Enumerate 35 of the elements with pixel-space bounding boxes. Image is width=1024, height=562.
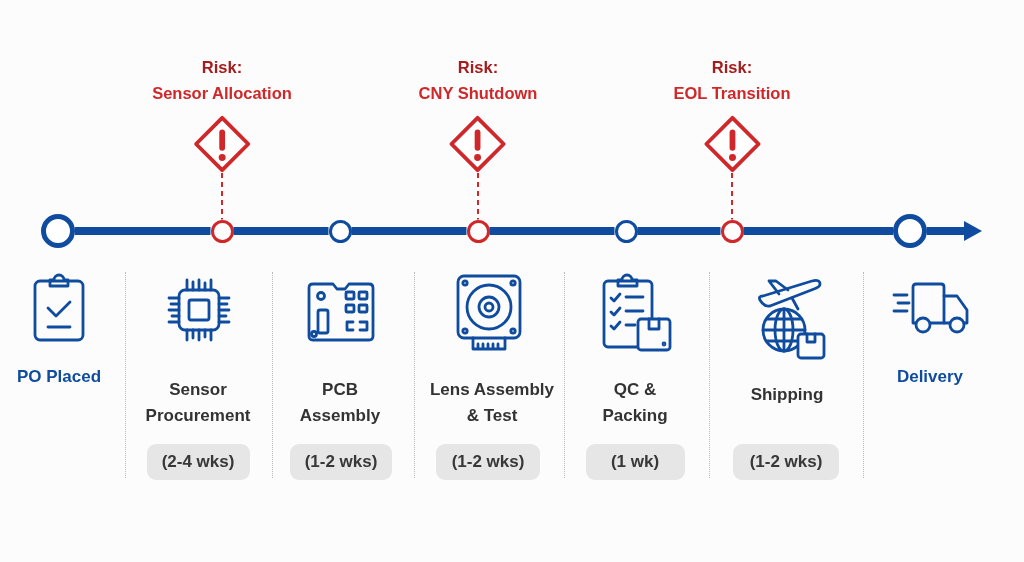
dashed-connector bbox=[221, 172, 223, 221]
risk-title: CNY Shutdown bbox=[418, 83, 538, 104]
risk-heading: Risk: bbox=[711, 57, 753, 78]
risk-title: EOL Transition bbox=[673, 83, 791, 104]
timeline-segment bbox=[75, 227, 211, 235]
milestone-circle bbox=[893, 214, 927, 248]
timeline-arrow bbox=[927, 221, 982, 241]
timeline-segment bbox=[489, 227, 615, 235]
stage-label: Shipping bbox=[750, 384, 824, 406]
risk-heading: Risk: bbox=[201, 57, 243, 78]
milestone-circle bbox=[41, 214, 75, 248]
milestone-circle bbox=[328, 219, 352, 243]
milestone-circle bbox=[466, 219, 490, 243]
timeline-segment bbox=[233, 227, 329, 235]
milestone-circle bbox=[210, 219, 234, 243]
risk-heading: Risk: bbox=[457, 57, 499, 78]
stage-label: QC & Packing bbox=[601, 379, 669, 427]
stage-label: PO Placed bbox=[16, 366, 102, 388]
stage-label: Delivery bbox=[896, 366, 964, 388]
duration-tag: (1-2 wks) bbox=[733, 444, 839, 480]
duration-tag: (2-4 wks) bbox=[146, 444, 250, 480]
timeline-segment bbox=[743, 227, 893, 235]
timeline-segment bbox=[351, 227, 467, 235]
risk-title: Sensor Allocation bbox=[152, 83, 292, 104]
timeline-segment bbox=[637, 227, 721, 235]
stage-label: Lens Assembly & Test bbox=[428, 379, 556, 427]
duration-tag: (1-2 wks) bbox=[436, 444, 540, 480]
milestone-circle bbox=[614, 219, 638, 243]
stage-label: PCB Assembly bbox=[298, 379, 382, 427]
stage-label: Sensor Procurement bbox=[144, 379, 252, 427]
duration-tag: (1-2 wks) bbox=[290, 444, 392, 480]
milestone-circle bbox=[720, 219, 744, 243]
duration-tag: (1 wk) bbox=[585, 444, 685, 480]
dashed-connector bbox=[731, 172, 733, 221]
dashed-connector bbox=[477, 172, 479, 221]
